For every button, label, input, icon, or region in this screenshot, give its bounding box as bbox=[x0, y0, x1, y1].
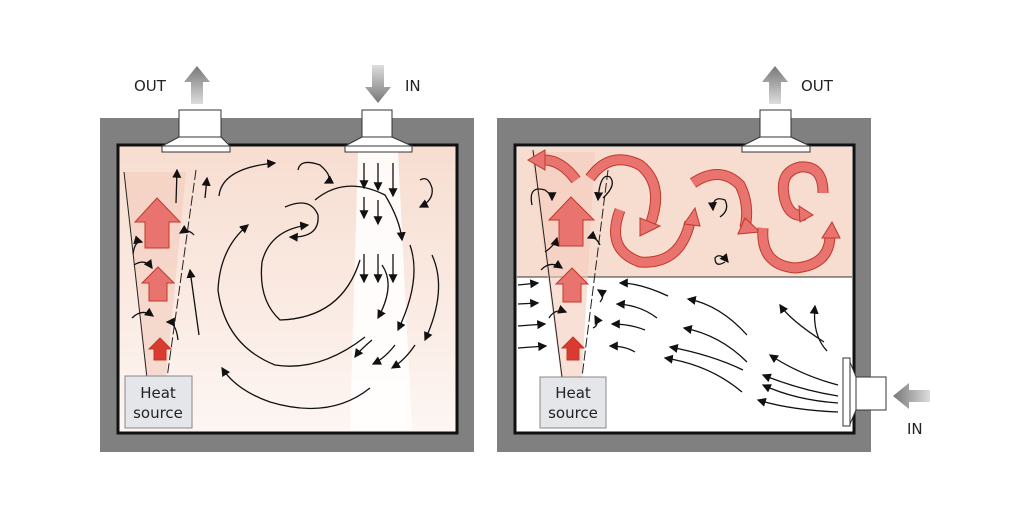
supply-diffuser bbox=[344, 109, 413, 153]
in-label: IN bbox=[907, 420, 923, 438]
heat-source-label: Heat bbox=[140, 384, 176, 402]
room-displacement: OUT IN bbox=[497, 66, 930, 452]
hot-air-arrow bbox=[147, 337, 173, 361]
hot-air-arrow bbox=[140, 266, 176, 302]
room-mixing: OUT IN bbox=[100, 65, 474, 452]
heat-source-label: source bbox=[133, 404, 183, 422]
out-arrow-icon bbox=[184, 66, 210, 104]
hot-air-arrow bbox=[554, 267, 590, 303]
supply-diffuser bbox=[842, 357, 887, 427]
airflow-arrows bbox=[517, 175, 839, 413]
in-label: IN bbox=[405, 77, 421, 95]
heat-source-label: source bbox=[548, 404, 598, 422]
heat-source-label: Heat bbox=[555, 384, 591, 402]
out-arrow-icon bbox=[762, 66, 788, 104]
out-label: OUT bbox=[134, 77, 167, 95]
warm-air-circulation bbox=[527, 149, 841, 274]
hot-air-arrow bbox=[560, 336, 586, 361]
exhaust-diffuser bbox=[161, 109, 232, 153]
in-arrow-icon bbox=[893, 383, 930, 409]
exhaust-diffuser bbox=[741, 109, 811, 153]
in-arrow-icon bbox=[365, 65, 391, 103]
heat-source: Heat source bbox=[124, 375, 193, 429]
hot-air-arrow bbox=[547, 196, 596, 247]
heat-source: Heat source bbox=[539, 376, 607, 429]
airflow-arrows bbox=[131, 159, 440, 410]
out-label: OUT bbox=[801, 77, 834, 95]
hot-air-arrow bbox=[133, 197, 182, 249]
